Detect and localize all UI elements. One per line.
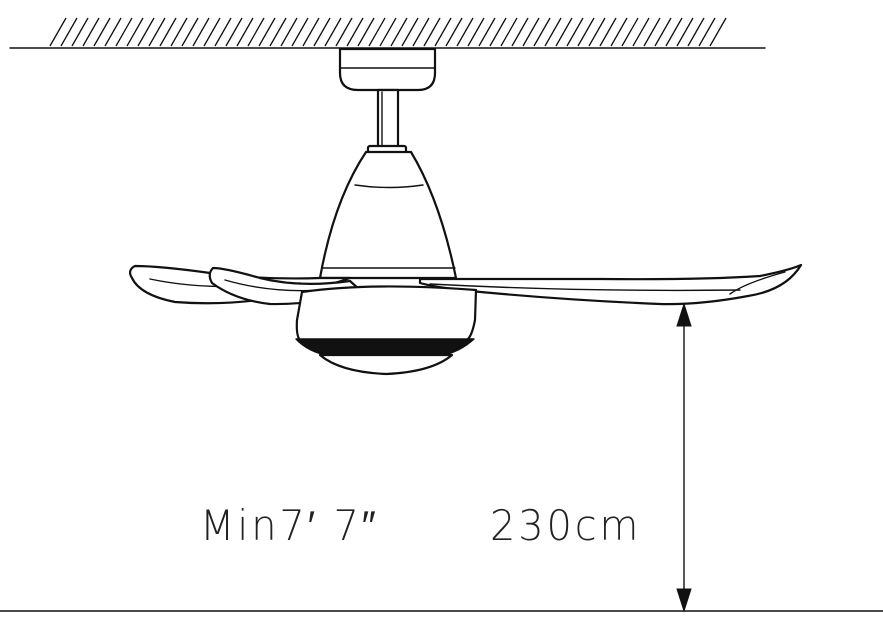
hatch-line: [71, 17, 89, 47]
hatch-line: [126, 17, 144, 47]
hatch-line: [566, 17, 584, 47]
ceiling-canopy: [338, 47, 437, 92]
hatch-line: [82, 17, 100, 47]
hatch-line: [357, 17, 375, 47]
hatch-line: [621, 17, 639, 47]
hatch-line: [390, 17, 408, 47]
hatch-line: [137, 17, 155, 47]
min-height-imperial-label: Min7′ 7″: [200, 501, 379, 550]
hatch-line: [291, 17, 309, 47]
hatch-line: [247, 17, 265, 47]
hatch-line: [148, 17, 166, 47]
hatch-line: [313, 17, 331, 47]
hatch-line: [225, 17, 243, 47]
light-kit: [295, 285, 478, 376]
downrod: [366, 88, 408, 156]
hatch-line: [368, 17, 386, 47]
fan-blade-right: [418, 263, 803, 306]
hatch-line: [500, 17, 518, 47]
hatch-line: [434, 17, 452, 47]
hatch-line: [346, 17, 364, 47]
hatch-line: [302, 17, 320, 47]
hatch-line: [104, 17, 122, 47]
hatch-line: [522, 17, 540, 47]
hatch-line: [203, 17, 221, 47]
hatch-line: [379, 17, 397, 47]
hatch-line: [423, 17, 441, 47]
hatch-line: [555, 17, 573, 47]
hatch-line: [467, 17, 485, 47]
hatch-line: [324, 17, 342, 47]
hatch-line: [643, 17, 661, 47]
hatch-line: [192, 17, 210, 47]
hatch-line: [632, 17, 650, 47]
hatch-line: [401, 17, 419, 47]
ceiling: [9, 17, 766, 49]
hatch-line: [115, 17, 133, 47]
hatch-line: [533, 17, 551, 47]
clearance-dimension-arrow: [676, 302, 692, 613]
hatch-line: [610, 17, 628, 47]
hatch-line: [236, 17, 254, 47]
hatch-line: [412, 17, 430, 47]
hatch-line: [335, 17, 353, 47]
hatch-line: [170, 17, 188, 47]
hatch-line: [599, 17, 617, 47]
motor-housing: [318, 150, 458, 280]
hatch-line: [49, 17, 67, 47]
hatch-line: [654, 17, 672, 47]
hatch-line: [687, 17, 705, 47]
hatch-line: [445, 17, 463, 47]
hatch-line: [280, 17, 298, 47]
hatch-line: [93, 17, 111, 47]
hatch-line: [577, 17, 595, 47]
hatch-line: [698, 17, 716, 47]
min-height-metric-label: 230cm: [490, 501, 642, 550]
hatch-line: [588, 17, 606, 47]
ceiling-hatching: [49, 17, 727, 47]
hatch-line: [214, 17, 232, 47]
hatch-line: [258, 17, 276, 47]
hatch-line: [544, 17, 562, 47]
hatch-line: [489, 17, 507, 47]
hatch-line: [709, 17, 727, 47]
hatch-line: [159, 17, 177, 47]
hatch-line: [60, 17, 78, 47]
hatch-line: [511, 17, 529, 47]
hatch-line: [478, 17, 496, 47]
hatch-line: [269, 17, 287, 47]
hatch-line: [676, 17, 694, 47]
hatch-line: [665, 17, 683, 47]
hatch-line: [181, 17, 199, 47]
hatch-line: [456, 17, 474, 47]
